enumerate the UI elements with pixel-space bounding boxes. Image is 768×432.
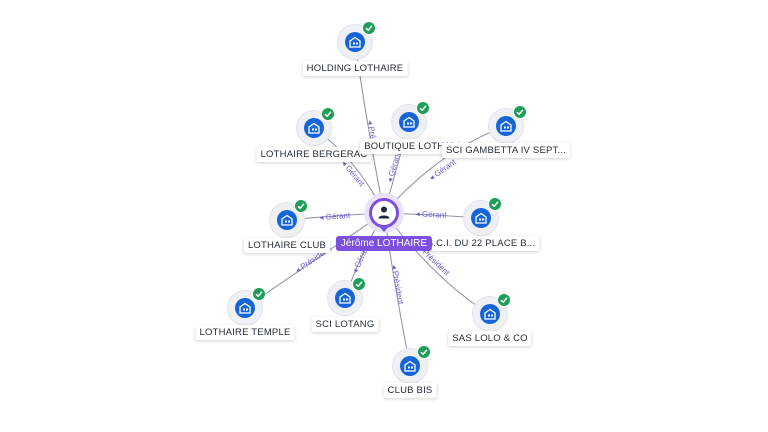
company-node-holding[interactable]: [337, 21, 376, 60]
active-check-icon: [488, 197, 502, 211]
center-person-node[interactable]: [364, 193, 404, 233]
company-node-temple[interactable]: [227, 287, 266, 326]
edge-label-sci22: ◂ Gérant: [416, 209, 448, 220]
company-icon: [400, 356, 420, 376]
company-node-gambetta[interactable]: [488, 105, 527, 144]
company-icon: [480, 304, 500, 324]
company-icon: [335, 288, 355, 308]
edge-label-boutique: ◂ Gérant: [385, 151, 402, 184]
company-label-holding[interactable]: HOLDING LOTHAIRE: [302, 61, 408, 76]
company-node-sci22[interactable]: [463, 197, 502, 236]
company-label-lolo[interactable]: SAS LOLO & CO: [448, 331, 532, 346]
company-label-bergerac[interactable]: LOTHAIRE BERGERAC: [256, 147, 372, 162]
company-icon: [277, 210, 297, 230]
edge-label-clubbis: ◂ Président: [390, 264, 406, 306]
active-check-icon: [416, 101, 430, 115]
active-check-icon: [321, 107, 335, 121]
company-label-sci22[interactable]: S.C.I. DU 22 PLACE B...: [422, 236, 540, 251]
edge-holding: [354, 41, 385, 214]
edge-label-club: ◂ Gérant: [319, 211, 351, 222]
company-label-clubbis[interactable]: CLUB BIS: [383, 383, 437, 398]
company-label-temple[interactable]: LOTHAIRE TEMPLE: [195, 325, 295, 340]
active-check-icon: [352, 277, 366, 291]
company-node-boutique[interactable]: [391, 101, 430, 140]
company-icon: [471, 208, 491, 228]
company-label-club[interactable]: LOTHAIRE CLUB: [243, 238, 331, 253]
active-check-icon: [497, 293, 511, 307]
person-icon: [378, 206, 390, 219]
company-icon: [235, 298, 255, 318]
company-node-clubbis[interactable]: [392, 345, 431, 384]
company-node-club[interactable]: [269, 199, 308, 238]
company-node-lolo[interactable]: [472, 293, 511, 332]
edge-label-gambetta: ◂ Gérant: [427, 157, 458, 183]
company-label-lotang[interactable]: SCI LOTANG: [311, 317, 379, 332]
center-person-label[interactable]: Jérôme LOTHAIRE: [335, 236, 433, 251]
company-node-lotang[interactable]: [327, 277, 366, 316]
company-icon: [345, 32, 365, 52]
company-node-bergerac[interactable]: [296, 107, 335, 146]
active-check-icon: [252, 287, 266, 301]
active-check-icon: [362, 21, 376, 35]
company-label-gambetta[interactable]: SCI GAMBETTA IV SEPT...: [441, 143, 571, 158]
active-check-icon: [417, 345, 431, 359]
edge-label-bergerac: ◂ Gérant: [340, 159, 367, 189]
active-check-icon: [294, 199, 308, 213]
company-icon: [399, 112, 419, 132]
active-check-icon: [513, 105, 527, 119]
company-icon: [496, 116, 516, 136]
company-icon: [304, 118, 324, 138]
company-label-boutique[interactable]: BOUTIQUE LOTHAI: [360, 139, 458, 154]
